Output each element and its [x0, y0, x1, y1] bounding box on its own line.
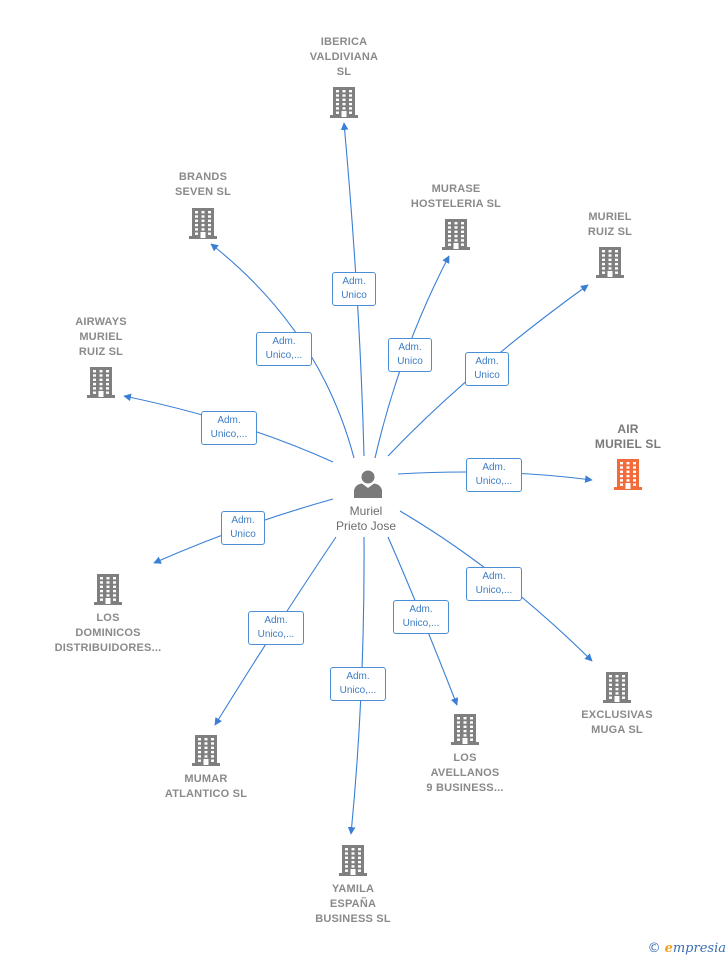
company-label-brands-seven[interactable]: BRANDS SEVEN SL — [174, 171, 231, 198]
role-box-air-muriel[interactable]: Adm. Unico,... — [466, 458, 522, 492]
role-box-iberica-valdiviana[interactable]: Adm. Unico — [332, 272, 376, 306]
building-icon-mumar-atlantico[interactable] — [192, 735, 220, 766]
company-label-murase-hosteleria[interactable]: MURASE HOSTELERIA SL — [410, 183, 502, 210]
building-icon-yamila-espana[interactable] — [339, 845, 367, 876]
company-label-iberica-valdiviana[interactable]: IBERICA VALDIVIANA SL — [309, 36, 379, 78]
building-icon-brands-seven[interactable] — [189, 208, 217, 239]
building-icon-iberica-valdiviana[interactable] — [330, 87, 358, 118]
company-label-air-muriel[interactable]: AIR MURIEL SL — [594, 422, 662, 451]
empresia-logo-text: mpresia — [672, 941, 726, 956]
role-box-brands-seven[interactable]: Adm. Unico,... — [256, 332, 312, 366]
company-label-exclusivas-muga[interactable]: EXCLUSIVAS MUGA SL — [581, 709, 653, 736]
empresia-footer[interactable]: ©empresia — [648, 941, 726, 956]
company-label-airways-muriel-ruiz[interactable]: AIRWAYS MURIEL RUIZ SL — [75, 316, 127, 358]
role-box-murase-hosteleria[interactable]: Adm. Unico — [388, 338, 432, 372]
person-icon[interactable] — [354, 470, 382, 499]
role-box-los-avellanos[interactable]: Adm. Unico,... — [393, 600, 449, 634]
building-icon-los-dominicos[interactable] — [94, 574, 122, 605]
company-label-yamila-espana[interactable]: YAMILA ESPAÑA BUSINESS SL — [315, 883, 391, 925]
role-box-muriel-ruiz[interactable]: Adm. Unico — [465, 352, 509, 386]
building-icon-airways-muriel-ruiz[interactable] — [87, 367, 115, 398]
building-icon-exclusivas-muga[interactable] — [603, 672, 631, 703]
role-box-yamila-espana[interactable]: Adm. Unico,... — [330, 667, 386, 701]
building-icon-murase-hosteleria[interactable] — [442, 219, 470, 250]
building-icon-los-avellanos[interactable] — [451, 714, 479, 745]
building-icon-air-muriel[interactable] — [614, 459, 642, 490]
role-box-mumar-atlantico[interactable]: Adm. Unico,... — [248, 611, 304, 645]
empresia-logo-initial: e — [664, 941, 673, 956]
center-person-name[interactable]: Muriel Prieto Jose — [335, 504, 397, 533]
role-box-los-dominicos[interactable]: Adm. Unico — [221, 511, 265, 545]
building-icon-muriel-ruiz[interactable] — [596, 247, 624, 278]
role-box-exclusivas-muga[interactable]: Adm. Unico,... — [466, 567, 522, 601]
company-label-muriel-ruiz[interactable]: MURIEL RUIZ SL — [587, 211, 633, 238]
copyright-icon: © — [647, 941, 661, 956]
company-label-los-dominicos[interactable]: LOS DOMINICOS DISTRIBUIDORES... — [54, 612, 162, 654]
role-box-airways-muriel-ruiz[interactable]: Adm. Unico,... — [201, 411, 257, 445]
company-label-mumar-atlantico[interactable]: MUMAR ATLANTICO SL — [164, 773, 248, 800]
company-label-los-avellanos[interactable]: LOS AVELLANOS 9 BUSINESS... — [426, 752, 504, 794]
